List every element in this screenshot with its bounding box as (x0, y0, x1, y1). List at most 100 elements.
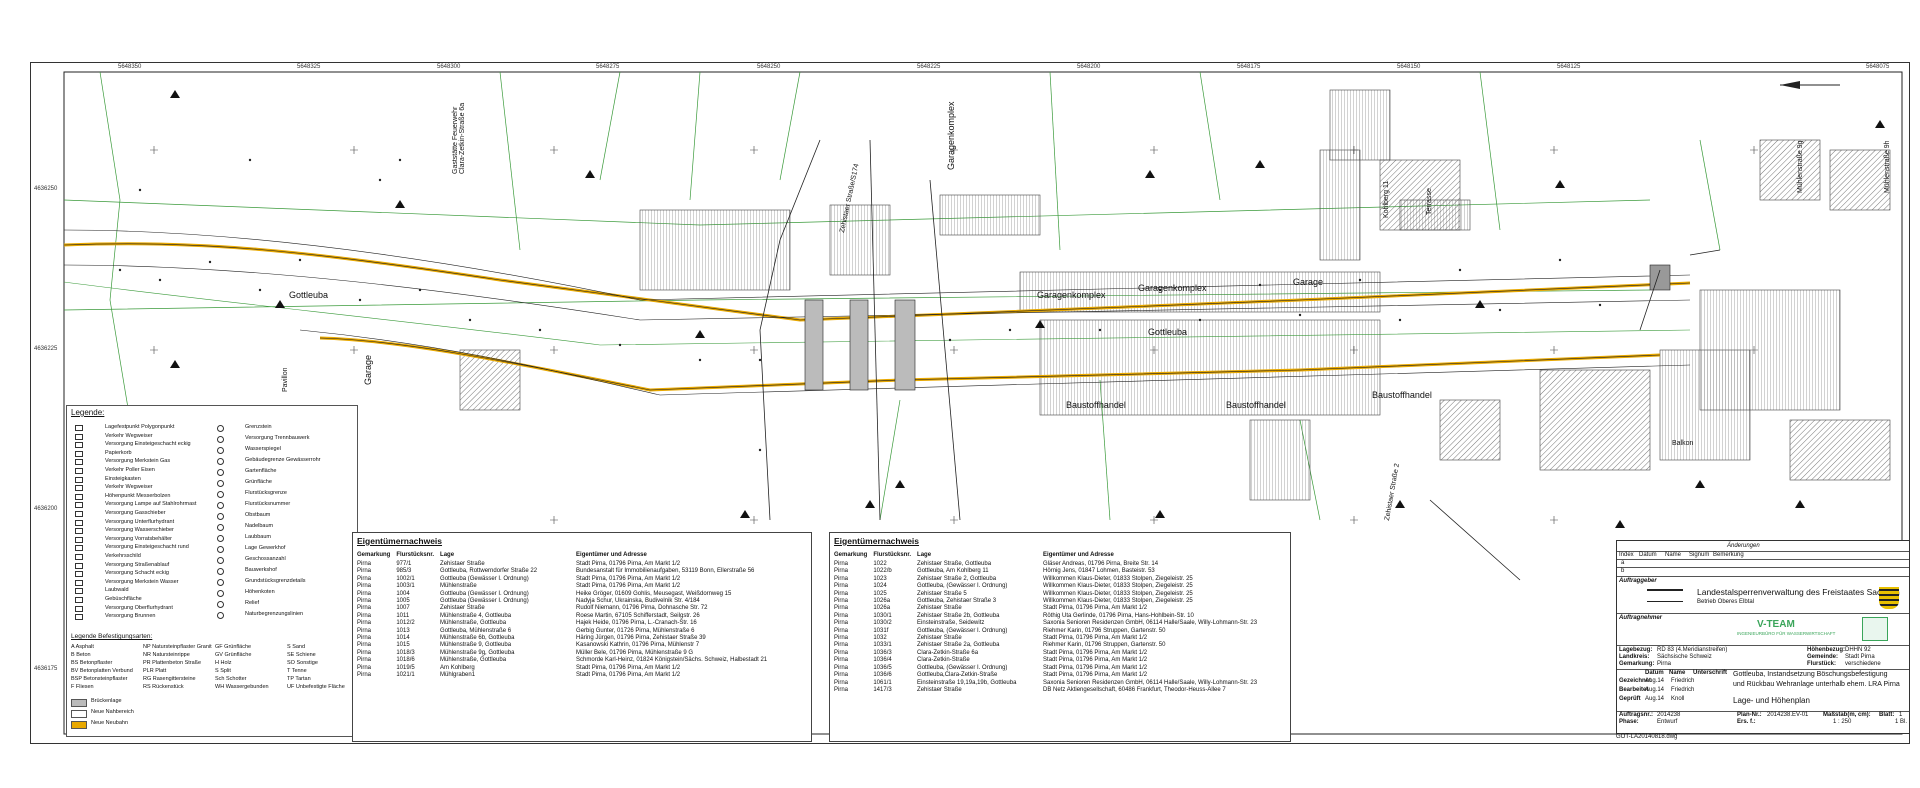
client-sub: Betrieb Oberes Elbtal (1697, 599, 1755, 605)
coord-left: 4636225 (34, 346, 58, 352)
legend-item: Flurstücksgrenze (245, 490, 287, 496)
table-cell: 1061/1 (873, 679, 892, 686)
table-cell: Pirna (357, 590, 372, 597)
legend-item: Verkehr Wegweiser (105, 432, 153, 439)
auftrag: 2014238 (1657, 712, 1681, 718)
fastening-item: NP Natursteinpflaster Granit (143, 644, 212, 650)
table-cell: Pirna (834, 627, 849, 634)
project-line2: und Rückbau Wehranlage unterhalb ehem. L… (1733, 681, 1900, 688)
table-cell: Pirna (357, 657, 372, 664)
table-cell: Saxonia Senioren Residenzen GmbH, 06114 … (1043, 679, 1258, 686)
buildings (459, 89, 1891, 501)
col-header: Eigentümer und Adresse (576, 552, 647, 558)
survey-points (118, 158, 1602, 452)
legend-symbol-icon (217, 579, 224, 586)
legend-item: Obstbaum (245, 512, 271, 518)
table-cell: Pirna (834, 561, 849, 567)
table-cell: 1036/4 (873, 657, 892, 664)
changes-row: b (1621, 568, 1625, 574)
table-cell: Gottleuba,Clara-Zetkin-Straße (917, 672, 998, 679)
legend-symbol-icon (75, 502, 83, 509)
lagebezug-label: Lagebezug: (1619, 647, 1653, 653)
fastening-item: GV Grünfläche (215, 652, 252, 658)
legend-item: Versorgung Vorratsbehälter (105, 535, 172, 542)
legend-symbol-icon (217, 513, 224, 520)
legend-item: Versorgung Unterflurhydrant (105, 518, 175, 525)
table-cell: Gottleuba, Am Kohlberg 11 (917, 568, 989, 575)
table-cell: 1026a (873, 605, 891, 612)
table-cell: Gottleuba, (Gewässer I. Ordnung) (917, 627, 1008, 634)
contractor-label: Auftragnehmer (1619, 615, 1663, 621)
table-cell: Stadt Pirna, 01796 Pirna, Am Markt 1/2 (576, 672, 681, 679)
signature-cell: Friedrich (1671, 678, 1695, 684)
table-cell: Gottleuba (Gewässer I. Ordnung) (440, 590, 529, 597)
table-cell: Pirna (357, 598, 372, 605)
phase: Entwurf (1657, 719, 1678, 725)
legend-title: Legende: (71, 408, 105, 417)
legend-item: Gebäudegrenze Gewässerrohr (245, 457, 321, 463)
legend-item: Versorgung Einsteigeschacht eckig (105, 441, 191, 448)
table-cell: 1033/1 (873, 642, 892, 649)
label-garage: Garage (363, 354, 373, 385)
hoehenbezug: DHHN 92 (1845, 647, 1871, 653)
table-cell: Mühlenstraße 6b, Gottleuba (440, 635, 515, 642)
coord-top: 5648075 (1866, 64, 1890, 70)
col-header: Lage (917, 552, 932, 558)
legend-symbol-icon (217, 612, 224, 619)
table-cell: 1036/5 (873, 664, 892, 671)
coord-left: 4636250 (34, 186, 58, 192)
table-cell: Pirna (834, 583, 849, 590)
table-cell: Pirna (834, 672, 849, 679)
coord-top: 5648125 (1557, 64, 1581, 70)
signature-cell: Aug.14 (1645, 678, 1665, 684)
legend-symbol-icon (75, 468, 83, 474)
table-cell: Gottleuba, Zehistaer Straße 3 (917, 598, 997, 605)
table-cell: 1002/1 (396, 575, 415, 582)
table-cell: 1022 (873, 561, 887, 567)
landkreis-label: Landkreis: (1619, 654, 1650, 660)
table-cell: Pirna (834, 642, 849, 649)
owners-table-left: Eigentümernachweis Gemarkung Flurstücksn… (352, 532, 812, 742)
legend-item: Verkehr Wegweiser (105, 484, 153, 491)
table-cell: Gottleuba, (Gewässer I. Ordnung) (917, 664, 1008, 671)
table-cell: Pirna (357, 649, 372, 656)
legend-symbol-icon (75, 545, 83, 552)
table-cell: Zehistaer Straße (440, 561, 485, 567)
table-cell: Stadt Pirna, 01796 Pirna, Am Markt 1/2 (576, 575, 681, 582)
legend-item: Verkehrsschild (105, 553, 141, 559)
coord-top: 5648325 (297, 64, 321, 70)
table-cell: Riehmer Karin, 01796 Struppen, Gartenstr… (1043, 642, 1166, 649)
legend-symbol-icon (75, 588, 83, 595)
table-cell: Hörnig Jens, 01847 Lohmen, Basteistr. 53 (1043, 568, 1155, 575)
lagebezug: RD 83 (4.Meridianstreifen) (1657, 647, 1728, 653)
table-cell: Zehistaer Straße 2, Gottleuba (917, 575, 997, 582)
table-cell: 1013 (396, 627, 410, 634)
fastening-item: B Beton (71, 652, 91, 658)
label-baustoffhandel: Baustoffhandel (1226, 400, 1286, 410)
table-cell: Einsteinstraße, Seidewitz (917, 620, 985, 627)
table-cell: 1417/3 (873, 686, 892, 693)
fastening-item: BSP Betonsteinpflaster (71, 676, 128, 682)
table-cell: Pirna (834, 620, 849, 627)
table-cell: Gottleuba (Gewässer I. Ordnung) (440, 575, 529, 582)
legend-item: Geschossanzahl (245, 556, 286, 562)
grid-crosses (150, 146, 1758, 524)
owners-title: Eigentümernachweis (357, 536, 443, 546)
table-cell: Röthig Uta Gerlinde, 01796 Pirna, Hans-H… (1043, 612, 1194, 619)
table-cell: Heike Gröger, 01609 Gohlis, Meusegast, W… (576, 590, 732, 597)
table-cell: Willkommen Klaus-Dieter, 01833 Stolpen, … (1043, 590, 1193, 597)
table-cell: Stadt Pirna, 01796 Pirna, Am Markt 1/2 (1043, 649, 1148, 656)
legend-item: Versorgung Einsteigeschacht rund (105, 544, 189, 551)
table-cell: Willkommen Klaus-Dieter, 01833 Stolpen, … (1043, 575, 1193, 582)
label-gottleuba: Gottleuba (289, 290, 329, 300)
gemarkung-label: Gemarkung: (1619, 661, 1655, 667)
legend-item: Papierkorb (105, 449, 132, 456)
coord-top: 5648350 (118, 64, 142, 70)
legend-symbol-icon (75, 562, 83, 569)
legend-symbol-icon (75, 511, 83, 517)
